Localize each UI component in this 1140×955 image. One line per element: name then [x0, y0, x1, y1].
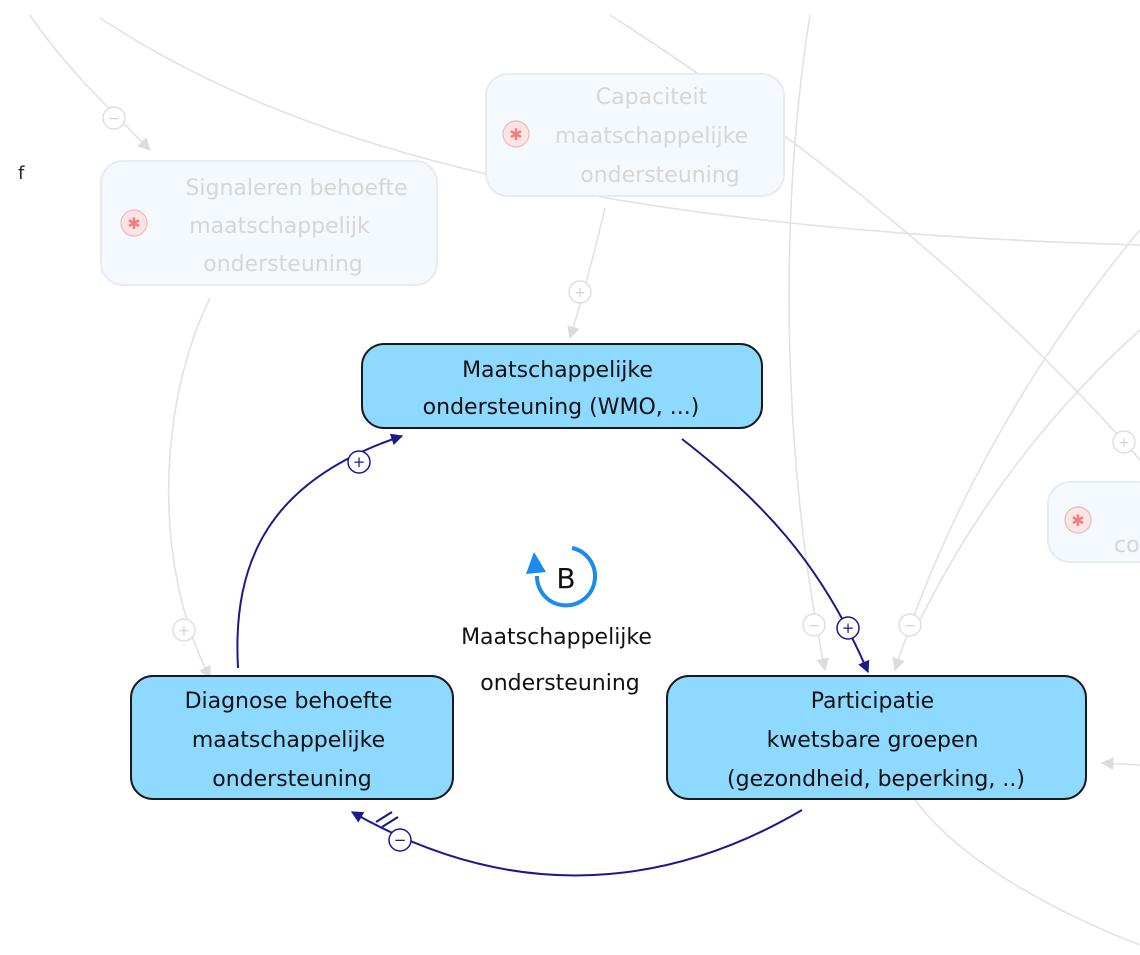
faded-link	[567, 207, 606, 340]
polarity-plus-mo-participatie: +	[836, 616, 860, 640]
alert-star-icon: ✱	[120, 209, 148, 237]
node-line: Maatschappelijke	[462, 358, 653, 383]
node-maatschappelijke-ondersteuning[interactable]: Maatschappelijke ondersteuning (WMO, ...…	[361, 343, 763, 429]
svg-text:Signaleren behoefte maat: Signaleren behoefte maatschappelijk onde…	[185, 176, 414, 277]
alert-star-icon: ✱	[502, 120, 530, 148]
faded-polarity-plus: +	[172, 618, 196, 642]
svg-text:Maatschappelijke onderst: Maatschappelijke ondersteuning	[461, 625, 659, 696]
svg-text:+: +	[574, 285, 586, 301]
faded-polarities: − + + − − +	[102, 106, 1136, 642]
node-line: ondersteuning (WMO, ...)	[423, 395, 700, 420]
balancing-loop-icon	[526, 546, 597, 608]
node-diagnose[interactable]: Diagnose behoefte maatschappelijke onder…	[130, 675, 454, 800]
faded-polarity-plus: +	[1112, 430, 1136, 454]
alert-star-icon: ✱	[1064, 506, 1092, 534]
node-line: maatschappelijke	[192, 728, 385, 753]
faded-node-line: maatschappelijke	[555, 124, 748, 149]
faded-link	[788, 14, 829, 672]
svg-text:−: −	[808, 618, 820, 634]
link-diagnose-to-mo	[236, 433, 404, 669]
loop-letter: B	[556, 562, 575, 595]
faded-node-line: Capaciteit	[596, 85, 708, 110]
faded-polarity-minus: −	[102, 106, 126, 130]
faded-polarity-minus: −	[802, 613, 826, 637]
svg-text:+: +	[178, 623, 190, 639]
svg-text:✱: ✱	[127, 214, 140, 233]
faded-link	[914, 799, 1140, 946]
faded-link	[1100, 757, 1140, 770]
stray-text: f	[18, 163, 25, 184]
svg-text:Diagnose behoefte maatsc: Diagnose behoefte maatschappelijke onder…	[185, 689, 400, 792]
loop-label-line: Maatschappelijke	[461, 625, 652, 650]
faded-node-line: maatschappelijk	[189, 214, 370, 239]
faded-node-capaciteit[interactable]: ✱ Capaciteit maatschappelijke ondersteun…	[485, 73, 785, 197]
faded-link	[892, 229, 1140, 672]
svg-text:−: −	[394, 831, 407, 849]
node-participatie[interactable]: Participatie kwetsbare groepen (gezondhe…	[666, 675, 1087, 800]
link-mo-to-participatie	[681, 438, 870, 674]
faded-node-partial-right[interactable]: ✱ co	[1047, 481, 1140, 563]
faded-polarity-minus: −	[898, 613, 922, 637]
faded-link	[919, 329, 1140, 621]
faded-link	[29, 14, 151, 151]
svg-text:✱: ✱	[509, 125, 522, 144]
faded-node-line: ondersteuning	[580, 163, 739, 188]
node-line: Diagnose behoefte	[185, 689, 393, 714]
faded-node-line: Signaleren behoefte	[185, 176, 407, 201]
svg-text:Participatie kwetsbare g: Participatie kwetsbare groepen (gezondhe…	[727, 689, 1025, 792]
node-line: Participatie	[811, 689, 934, 714]
svg-text:✱: ✱	[1071, 511, 1084, 530]
polarity-minus-participatie-diagnose: −	[388, 828, 412, 852]
delay-mark	[375, 811, 393, 823]
delay-mark	[381, 816, 399, 828]
svg-text:Capaciteit maatschappeli: Capaciteit maatschappelijke ondersteunin…	[555, 85, 755, 188]
svg-text:+: +	[1118, 435, 1130, 451]
faded-node-line: co	[1114, 533, 1140, 558]
loop-label-line: ondersteuning	[480, 671, 639, 696]
node-line: kwetsbare groepen	[767, 728, 979, 753]
loop-indicator[interactable]: B Maatschappelijke ondersteuning	[461, 546, 659, 696]
svg-text:−: −	[108, 111, 120, 127]
faded-node-line: ondersteuning	[203, 252, 362, 277]
faded-node-signaleren[interactable]: ✱ Signaleren behoefte maatschappelijk on…	[100, 160, 438, 286]
link-participatie-to-diagnose	[350, 809, 803, 877]
node-line: (gezondheid, beperking, ..)	[727, 767, 1025, 792]
svg-text:−: −	[904, 618, 916, 634]
faded-polarity-plus: +	[568, 280, 592, 304]
svg-text:+: +	[353, 453, 366, 471]
active-links	[236, 433, 870, 877]
svg-text:co: co	[1114, 533, 1140, 558]
polarity-plus-diagnose-mo: +	[347, 450, 371, 474]
svg-text:+: +	[842, 619, 855, 637]
node-line: ondersteuning	[212, 767, 371, 792]
svg-text:Maatschappelijke onderst: Maatschappelijke ondersteuning (WMO, ...…	[423, 358, 700, 420]
